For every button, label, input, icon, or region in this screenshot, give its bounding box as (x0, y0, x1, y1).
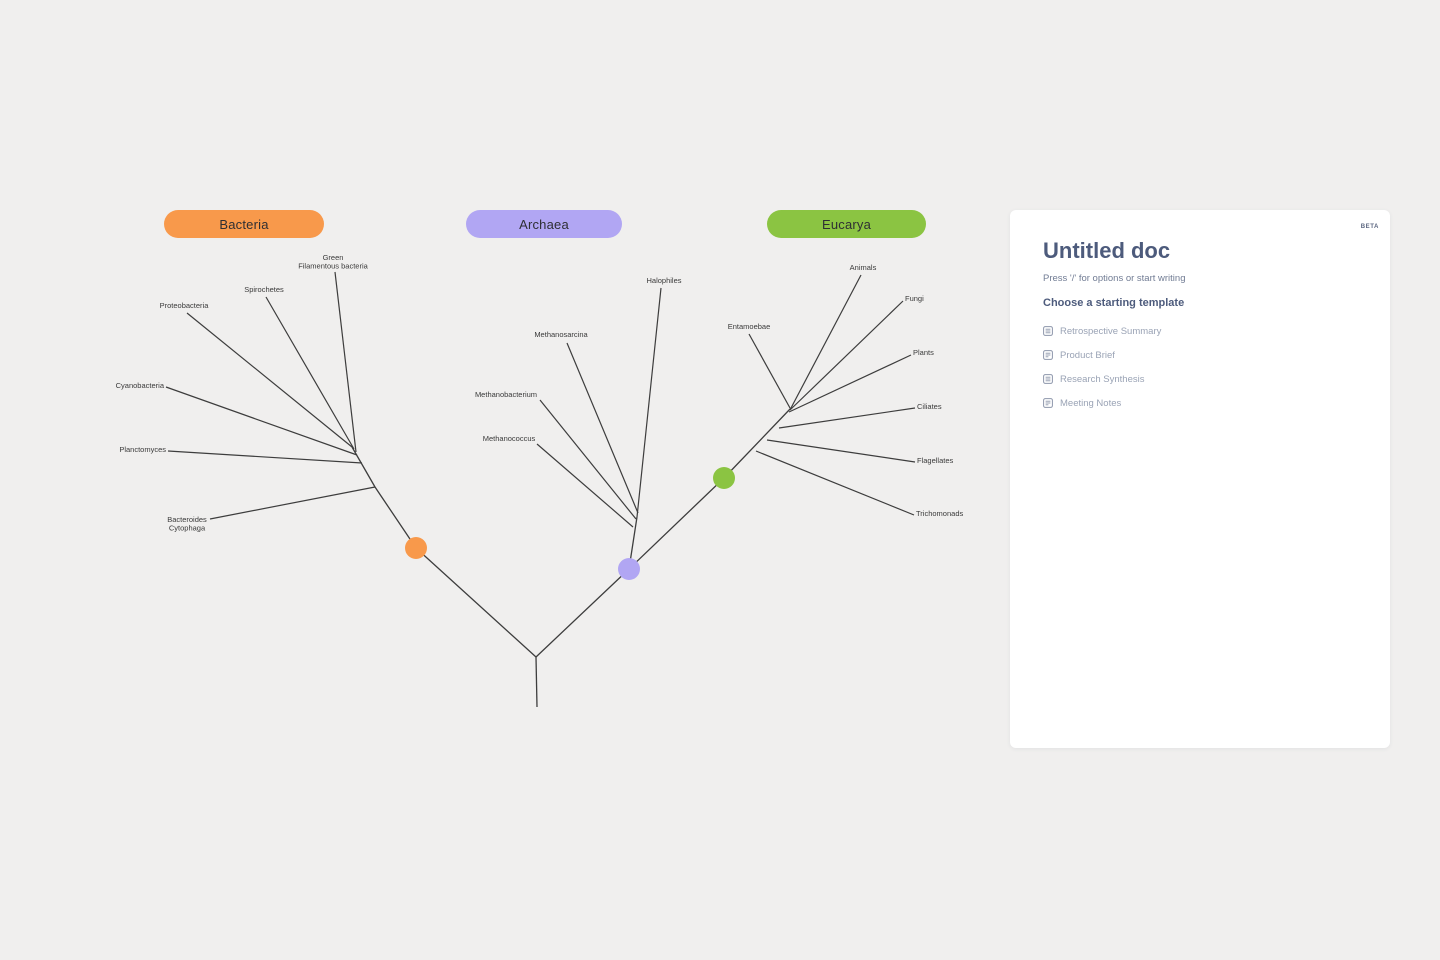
tip-label-planctomyces: Planctomyces (119, 445, 166, 454)
branch-trichomonads (755, 450, 915, 516)
editor-placeholder[interactable]: Press '/' for options or start writing (1043, 273, 1186, 285)
domain-pill-bacteria-label: Bacteria (219, 216, 269, 232)
tip-label-methanosarcina: Methanosarcina (534, 330, 588, 339)
eucarya-stem (628, 407, 792, 570)
branch-animals (790, 274, 862, 409)
tip-label-trichomonads: Trichomonads (916, 509, 963, 518)
domain-pill-eucarya-label: Eucarya (821, 216, 872, 232)
branch-cyanobacteria (165, 386, 358, 456)
domain-pill-archaea-label: Archaea (519, 216, 569, 232)
branch-halophiles (636, 287, 662, 518)
template-option-product-brief[interactable]: Product Brief (1043, 343, 1357, 367)
tip-label-halophiles: Halophiles (646, 276, 681, 285)
tip-label-plants: Plants (913, 348, 934, 357)
template-heading: Choose a starting template (1043, 297, 1185, 310)
tip-label-methanococcus: Methanococcus (483, 434, 536, 443)
tip-label-entamoebae: Entamoebae (728, 322, 771, 331)
template-option-label: Research Synthesis (1060, 373, 1145, 385)
document-icon (1043, 326, 1053, 337)
template-option-label: Meeting Notes (1060, 397, 1122, 409)
tip-label-green: Filamentous bacteria (298, 262, 368, 271)
beta-badge: BETA (1360, 224, 1379, 230)
tip-label-ciliates: Ciliates (917, 402, 942, 411)
template-list: Retrospective Summary Product Brief (1043, 319, 1357, 415)
document-icon (1043, 350, 1053, 361)
tip-label-cyanobacteria: Cyanobacteria (116, 381, 165, 390)
tip-label-spirochetes: Spirochetes (244, 285, 284, 294)
doc-panel: BETA Untitled doc Press '/' for options … (1010, 210, 1390, 748)
branch-bacteroides (209, 486, 376, 520)
template-option-research-synthesis[interactable]: Research Synthesis (1043, 367, 1357, 391)
template-option-retrospective-summary[interactable]: Retrospective Summary (1043, 319, 1357, 343)
branch-methanosarcina (566, 342, 639, 514)
doc-title[interactable]: Untitled doc (1043, 238, 1171, 263)
branch-proteobacteria (186, 312, 353, 448)
template-option-label: Retrospective Summary (1060, 325, 1162, 337)
tip-label-proteobacteria: Proteobacteria (160, 301, 210, 310)
tip-label-bacteroides: Cytophaga (169, 524, 206, 533)
tip-label-bacteroides: Bacteroides (167, 515, 207, 524)
tip-label-animals: Animals (850, 263, 877, 272)
branch-entamoebae (748, 333, 791, 409)
tip-label-green: Green (323, 253, 344, 262)
branch-ciliates (778, 407, 916, 429)
branch-spirochetes (265, 296, 355, 450)
domain-pill-bacteria[interactable]: Bacteria (164, 210, 324, 238)
eucarya-ancestor-node[interactable] (713, 467, 735, 489)
domain-pill-archaea[interactable]: Archaea (466, 210, 622, 238)
document-icon (1043, 374, 1053, 385)
archaea-stem (535, 516, 638, 658)
tip-label-methanobacterium: Methanobacterium (475, 390, 537, 399)
branch-planctomyces (167, 450, 363, 464)
template-option-label: Product Brief (1060, 349, 1115, 361)
branch-methanococcus (536, 443, 634, 528)
domain-pill-eucarya[interactable]: Eucarya (767, 210, 926, 238)
root-trunk (535, 656, 538, 708)
document-icon (1043, 398, 1053, 409)
branch-plants (788, 354, 912, 413)
branch-methanobacterium (539, 399, 637, 520)
template-option-meeting-notes[interactable]: Meeting Notes (1043, 391, 1357, 415)
bacteria-ancestor-node[interactable] (405, 537, 427, 559)
branch-fungi (789, 300, 904, 411)
bacteria-stem (351, 446, 537, 658)
tip-label-flagellates: Flagellates (917, 456, 954, 465)
archaea-ancestor-node[interactable] (618, 558, 640, 580)
branch-flagellates (766, 439, 916, 463)
branch-green (334, 271, 357, 453)
tip-label-fungi: Fungi (905, 294, 924, 303)
